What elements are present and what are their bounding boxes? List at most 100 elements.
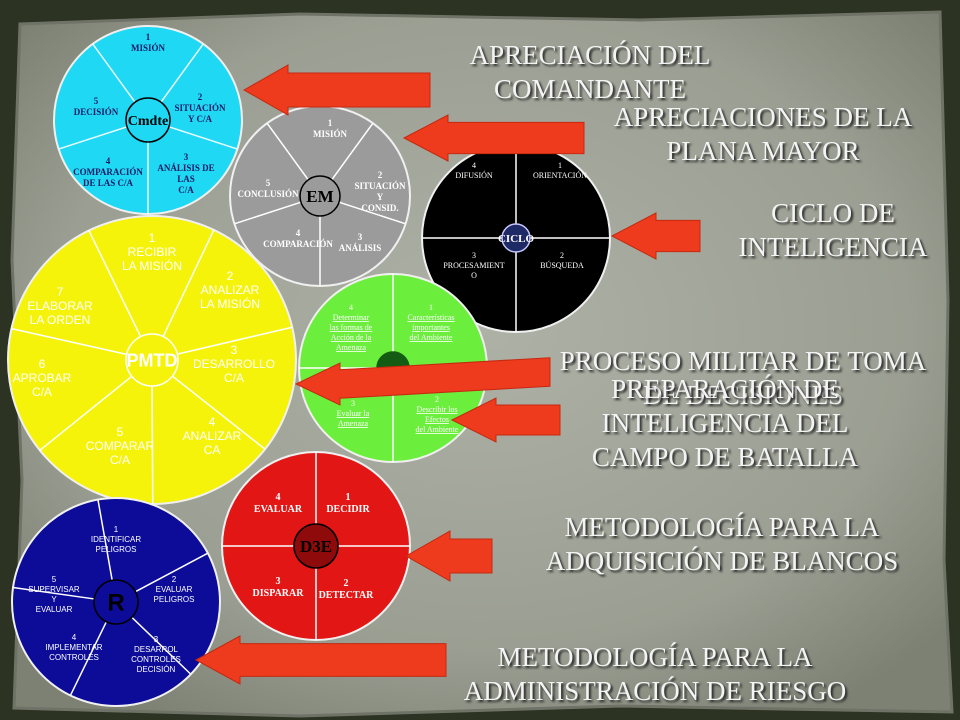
segment-label-line: 4 — [209, 415, 216, 429]
segment-label-line: LA ORDEN — [30, 313, 91, 327]
segment-label-line: Describir los — [416, 405, 457, 414]
segment-label-line: 4 — [472, 161, 476, 170]
segment-label-line: DIFUSIÓN — [455, 170, 493, 180]
segment-label-line: IDENTIFICAR — [91, 535, 141, 544]
segment-label-line: 5 — [94, 96, 99, 106]
segment-label-line: importantes — [412, 323, 450, 332]
segment-label-line: Amenaza — [336, 343, 367, 352]
segment-label-line: las formas de — [330, 323, 373, 332]
segment-divider — [162, 229, 215, 337]
segment-label-line: COMPARACIÓN — [73, 167, 143, 177]
left-arrow-icon — [450, 397, 561, 443]
segment-label-line: DE LAS C/A — [83, 178, 134, 188]
wheel-center-label: EM — [306, 187, 333, 206]
segment-label-line: 3 — [154, 635, 159, 644]
title-line: PLANA MAYOR — [666, 136, 860, 166]
segment-label-line: Amenaza — [338, 419, 369, 428]
segment-label-line: LA MISIÓN — [122, 258, 182, 273]
segment-label-line: 7 — [57, 285, 64, 299]
segment-label-line: CA — [204, 443, 221, 457]
segment-label-line: 3 — [358, 232, 363, 242]
title-line: METODOLOGÍA PARA LA — [497, 642, 813, 672]
segment-label-line: ANÁLISIS — [339, 243, 382, 253]
title-line: CICLO DE — [771, 198, 895, 228]
segment-divider — [69, 621, 108, 696]
segment-label-line: EVALUAR — [254, 504, 303, 515]
left-arrow-icon — [402, 114, 585, 162]
segment-divider — [151, 385, 154, 505]
segment-label-line: del Ambiente — [416, 425, 459, 434]
segment-divider — [12, 586, 95, 600]
segment-label-line: DESARROL — [134, 645, 179, 654]
segment-divider — [234, 201, 302, 225]
segment-label-line: 1 — [149, 231, 156, 245]
segment-label-line: 2 — [560, 251, 564, 260]
segment-label-line: Características — [407, 313, 454, 322]
title-intelligence-cycle: CICLO DE INTELIGENCIA — [718, 196, 948, 264]
segment-label-line: C/A — [224, 371, 244, 385]
title-target-acquisition: METODOLOGÍA PARA LA ADQUISICIÓN DE BLANC… — [504, 510, 940, 578]
title-line: PROCESO MILITAR DE TOMA — [559, 346, 927, 376]
wheel-center-label: D3E — [300, 537, 332, 556]
segment-divider — [97, 499, 113, 581]
wheel-hub — [293, 523, 339, 569]
segment-label-line: PELIGROS — [96, 545, 137, 554]
segment-label-line: 1 — [558, 161, 562, 170]
segment-label-line: 2 — [378, 170, 383, 180]
wheel-hub — [501, 223, 531, 253]
segment-label-line: 2 — [344, 578, 349, 589]
left-arrow-icon — [294, 357, 551, 406]
title-line: PREPARACIÓN DE — [611, 374, 839, 404]
segment-label-line: RECIBIR — [128, 245, 177, 259]
segment-label-line: 4 — [276, 492, 281, 503]
segment-label-line: Evaluar la — [337, 409, 370, 418]
segment-label-line: 1 — [146, 32, 151, 42]
segment-label-line: DESARROLLO — [193, 357, 275, 371]
segment-label-line: 1 — [429, 303, 433, 312]
segment-label-line: 1 — [346, 492, 351, 503]
segment-label-line: SITUACIÓN — [354, 181, 406, 191]
title-line: INTELIGENCIA DEL — [601, 408, 849, 438]
segment-label-line: 1 — [328, 118, 333, 128]
segment-divider — [131, 616, 192, 675]
connector-arrows — [194, 64, 701, 685]
segment-label-line: 5 — [52, 575, 57, 584]
title-line: INTELIGENCIA — [738, 232, 928, 262]
segment-divider — [168, 126, 238, 150]
segment-label-line: 6 — [39, 357, 46, 371]
title-mdmp: PROCESO MILITAR DE TOMA DE DECISIONES — [526, 344, 960, 412]
segment-label-line: 5 — [117, 425, 124, 439]
segment-label-line: 5 — [266, 178, 271, 188]
title-line: APRECIACIÓN DEL — [469, 40, 711, 70]
title-line: DE DECISIONES — [642, 380, 844, 410]
segment-label-line: BÚSQUEDA — [540, 260, 584, 270]
title-staff-estimates: APRECIACIONES DE LA PLANA MAYOR — [598, 100, 928, 168]
segment-label-line: 2 — [172, 575, 177, 584]
segment-label-line: 3 — [276, 576, 281, 587]
wheel-hub — [93, 579, 139, 625]
